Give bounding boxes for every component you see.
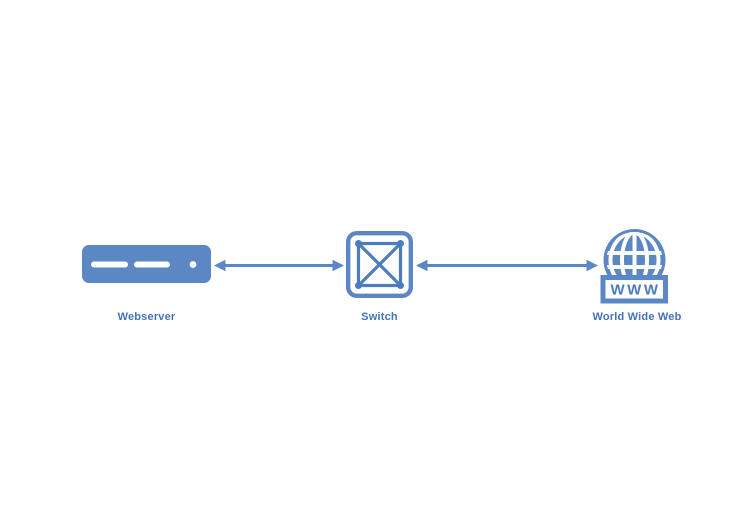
server-icon <box>82 245 211 283</box>
www-banner-text: WWW <box>611 282 661 299</box>
node-label-webserver: Webserver <box>117 311 176 323</box>
node-label-world-wide-web: World Wide Web <box>592 311 682 323</box>
node-label-switch: Switch <box>361 311 398 323</box>
globe-www-icon: WWW <box>600 229 668 304</box>
connector-arrow-switch-www <box>416 259 598 272</box>
switch-icon <box>346 231 413 298</box>
connector-arrow-webserver-switch <box>214 259 344 272</box>
